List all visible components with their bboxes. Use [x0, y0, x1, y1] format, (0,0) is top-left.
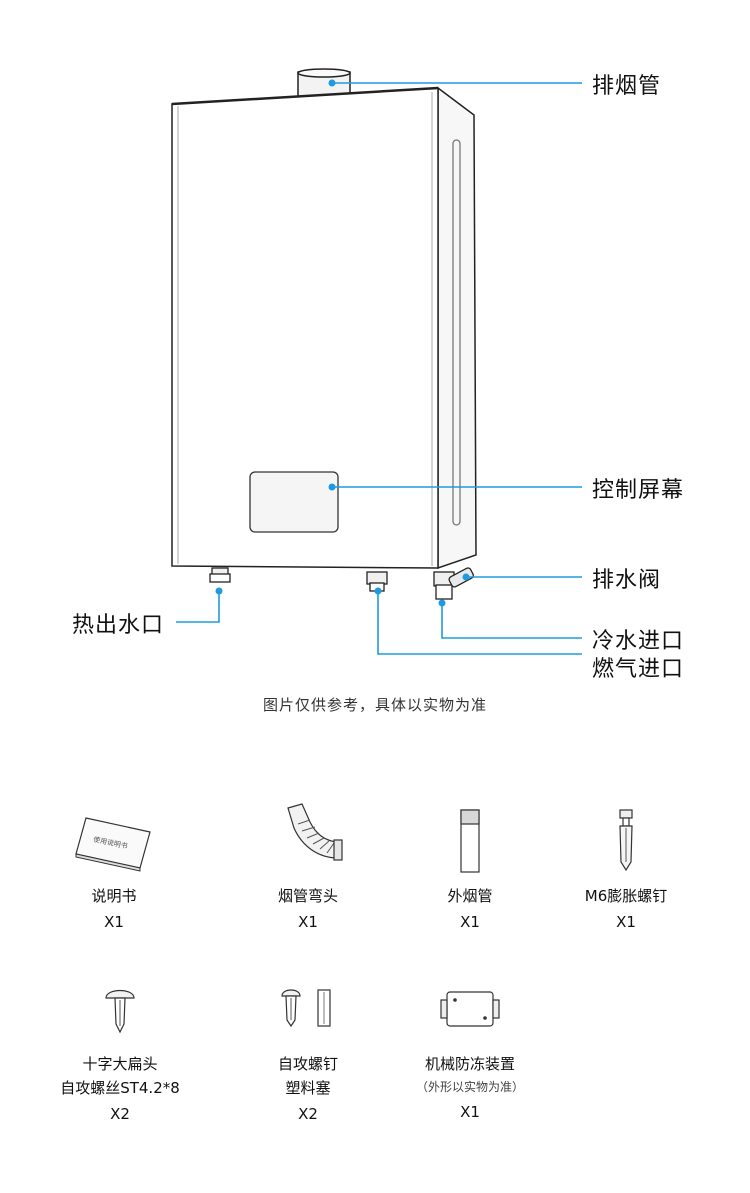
label-flue-pipe: 排烟管	[592, 74, 662, 99]
accessory-outer-flue-pipe: 外烟管 X1	[370, 806, 570, 936]
accessory-manual: 使用说明书 说明书 X1	[14, 810, 214, 936]
leader-lines	[176, 82, 582, 655]
screw-plug-icon	[281, 989, 331, 1028]
label-control-screen: 控制屏幕	[592, 478, 685, 503]
accessory-name: 烟管弯头	[277, 887, 338, 905]
accessory-antifreeze-device: 机械防冻装置 （外形以实物为准） X1	[370, 984, 570, 1126]
accessory-expansion-screw: M6膨胀螺钉 X1	[526, 806, 726, 936]
accessory-flue-elbow: 烟管弯头 X1	[208, 800, 408, 936]
manual-icon: 使用说明书	[75, 817, 151, 872]
accessory-name: 机械防冻装置	[424, 1055, 515, 1073]
accessory-qty: X1	[616, 913, 636, 931]
accessory-qty: X2	[110, 1105, 130, 1123]
control-screen-graphic	[249, 471, 339, 533]
gas-fitting	[366, 571, 388, 592]
accessory-name: 外烟管	[447, 887, 493, 905]
label-cold-water-inlet: 冷水进口	[592, 629, 685, 654]
accessory-qty: X1	[460, 1103, 480, 1121]
accessory-name-line2: 自攻螺丝ST4.2*8	[60, 1079, 180, 1097]
heater-body	[171, 86, 439, 569]
accessory-screw-plug: 自攻螺钉 塑料塞 X2	[208, 984, 408, 1128]
accessory-name: M6膨胀螺钉	[584, 887, 668, 905]
expansion-screw-icon	[619, 809, 633, 872]
disclaimer-note: 图片仅供参考，具体以实物为准	[262, 696, 487, 714]
drain-valve-graphic	[448, 567, 475, 588]
pan-head-screw-icon	[105, 989, 135, 1034]
antifreeze-device-icon	[440, 991, 500, 1027]
water-heater-diagram	[171, 68, 582, 655]
accessory-name-line2: 塑料塞	[285, 1079, 331, 1097]
label-drain-valve: 排水阀	[592, 568, 662, 593]
label-gas-inlet: 燃气进口	[592, 657, 685, 682]
hot-water-fitting	[209, 567, 231, 583]
leader-dots	[215, 79, 470, 607]
heater-side-panel	[437, 86, 477, 570]
label-hot-water-outlet: 热出水口	[72, 613, 165, 638]
accessory-qty: X1	[460, 913, 480, 931]
accessory-note: （外形以实物为准）	[415, 1080, 524, 1094]
accessory-name: 说明书	[91, 887, 137, 905]
accessory-qty: X1	[104, 913, 124, 931]
accessory-qty: X2	[298, 1105, 318, 1123]
accessory-name: 自攻螺钉	[277, 1055, 338, 1073]
outer-flue-pipe-icon	[460, 809, 480, 873]
flue-elbow-icon	[287, 803, 343, 861]
accessory-qty: X1	[298, 913, 318, 931]
accessory-name: 十字大扁头	[82, 1055, 158, 1073]
accessory-pan-head-screw: 十字大扁头 自攻螺丝ST4.2*8 X2	[20, 984, 220, 1128]
